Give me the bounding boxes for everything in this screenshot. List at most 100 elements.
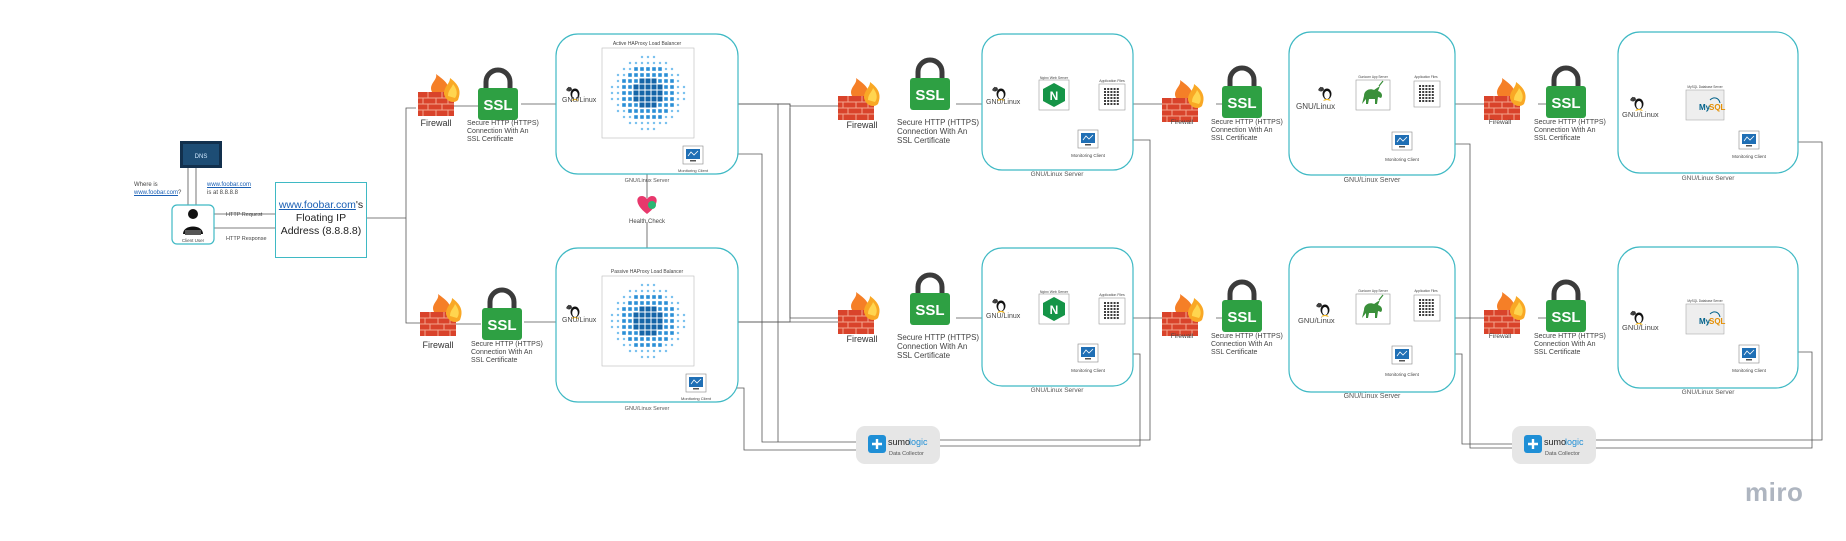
sumo-collector-right: sumo logic Data Collector	[1510, 424, 1598, 466]
ssl-caption: Secure HTTP (HTTPS) Connection With An S…	[1211, 119, 1283, 142]
dns-screen: DNS	[180, 141, 222, 168]
floating-ip-line3: Address (8.8.8.8)	[280, 225, 362, 237]
monitoring-label: Monitoring Client	[1071, 153, 1106, 158]
svg-text:Connection With An: Connection With An	[1211, 127, 1273, 134]
svg-text:Data Collector: Data Collector	[1545, 451, 1580, 457]
svg-text:Connection With An: Connection With An	[471, 349, 533, 356]
firewall-label: Firewall	[1171, 119, 1194, 126]
monitoring-label: Monitoring Client	[681, 396, 712, 401]
svg-text:Connection With An: Connection With An	[897, 342, 967, 351]
heart-icon	[637, 196, 657, 214]
app-files-icon	[1413, 80, 1441, 108]
monitor-icon	[1077, 129, 1099, 149]
svg-text:Connection With An: Connection With An	[1211, 341, 1273, 348]
svg-text:SSL Certificate: SSL Certificate	[1211, 349, 1258, 356]
server-label: GNU/Linux Server	[1682, 175, 1736, 182]
unicorn-icon	[1355, 79, 1391, 111]
svg-text:Connection With An: Connection With An	[1534, 127, 1596, 134]
svg-text:logic: logic	[909, 437, 928, 447]
svg-text:Secure HTTP (HTTPS): Secure HTTP (HTTPS)	[1534, 333, 1606, 340]
monitor-icon	[682, 145, 704, 165]
app-server-bottom: GNU/Linux Gunicorn App Server Applicatio…	[1288, 246, 1456, 400]
server-label: GNU/Linux Server	[1344, 177, 1401, 184]
ssl-lock-icon	[910, 275, 950, 325]
sumo-collector-left: sumo logic Data Collector	[854, 424, 942, 466]
client-user: Client User	[171, 204, 215, 245]
os-label: GNU/Linux	[562, 317, 597, 324]
ssl-caption: Secure HTTP (HTTPS) Connection With An S…	[897, 333, 979, 360]
dns-question: Where is www.foobar.com?	[134, 182, 182, 196]
floating-ip-line2: Floating IP	[295, 212, 347, 224]
dns-question-link[interactable]: www.foobar.com	[134, 190, 179, 196]
svg-text:sumo: sumo	[1544, 437, 1566, 447]
monitoring-label: Monitoring Client	[1732, 368, 1767, 373]
passive-lb-server: Passive HAProxy Load Balancer GNU/Linux …	[555, 247, 739, 412]
monitoring-label: Monitoring Client	[678, 168, 709, 173]
svg-text:Connection With An: Connection With An	[897, 127, 967, 136]
monitoring-label: Monitoring Client	[1071, 368, 1106, 373]
ssl-lock-icon	[1222, 68, 1262, 118]
svg-text:Secure HTTP (HTTPS): Secure HTTP (HTTPS)	[1534, 119, 1606, 126]
svg-text:Secure HTTP (HTTPS): Secure HTTP (HTTPS)	[897, 333, 979, 342]
web-server-label: Nginx Web Server	[1040, 76, 1069, 80]
firewall-icon	[1483, 77, 1527, 121]
active-lb-title: Active HAProxy Load Balancer	[613, 41, 682, 47]
svg-text:SSL Certificate: SSL Certificate	[467, 136, 514, 143]
app-files-label: Application Files	[1414, 289, 1438, 293]
ssl-lock-icon	[1546, 68, 1586, 118]
app-files-label: Application Files	[1099, 79, 1125, 83]
app-files-label: Application Files	[1099, 293, 1125, 297]
svg-text:Secure HTTP (HTTPS): Secure HTTP (HTTPS)	[471, 341, 543, 348]
dns-answer-link[interactable]: www.foobar.com	[207, 182, 252, 188]
db-server-top: GNU/Linux MySQL Database Server Monitori…	[1617, 31, 1799, 182]
db-label: MySQL Database Server	[1687, 299, 1723, 303]
svg-text:SSL Certificate: SSL Certificate	[1534, 135, 1581, 142]
monitoring-label: Monitoring Client	[1385, 372, 1420, 377]
firewall-label: Firewall	[1171, 333, 1194, 340]
firewall-icon	[837, 291, 881, 335]
firewall-label: Firewall	[1489, 119, 1512, 126]
ssl-caption: Secure HTTP (HTTPS) Connection With An S…	[471, 341, 543, 364]
os-label: GNU/Linux	[1298, 316, 1335, 325]
firewall-icon	[1161, 79, 1205, 123]
firewall-label: Firewall	[846, 120, 877, 130]
web-server-label: Nginx Web Server	[1040, 290, 1069, 294]
svg-text:SSL Certificate: SSL Certificate	[1534, 349, 1581, 356]
server-label: GNU/Linux Server	[1031, 387, 1085, 394]
svg-text:SSL Certificate: SSL Certificate	[471, 357, 518, 364]
floating-ip-domain[interactable]: www.foobar.com	[278, 199, 356, 211]
web-server-bottom: GNU/Linux Nginx Web Server Application F…	[981, 247, 1134, 394]
svg-text:logic: logic	[1565, 437, 1584, 447]
ssl-caption: Secure HTTP (HTTPS) Connection With An S…	[1534, 119, 1606, 142]
svg-text:Data Collector: Data Collector	[889, 451, 924, 457]
ssl-caption: Secure HTTP (HTTPS) Connection With An S…	[1534, 333, 1606, 356]
ssl-caption: Secure HTTP (HTTPS) Connection With An S…	[897, 118, 979, 145]
monitor-icon	[1738, 130, 1760, 150]
app-files-icon	[1098, 297, 1126, 325]
ssl-lock-icon	[1222, 282, 1262, 332]
db-label: MySQL Database Server	[1687, 85, 1723, 89]
svg-text:SSL Certificate: SSL Certificate	[897, 351, 951, 360]
server-label: GNU/Linux Server	[625, 406, 670, 412]
svg-text:sumo: sumo	[888, 437, 910, 447]
svg-text:Secure HTTP (HTTPS): Secure HTTP (HTTPS)	[1211, 119, 1283, 126]
haproxy-icon	[610, 55, 686, 131]
server-label: GNU/Linux Server	[625, 178, 670, 184]
monitor-icon	[1391, 345, 1413, 365]
svg-text:SSL Certificate: SSL Certificate	[1211, 135, 1258, 142]
app-server-label: Gunicorn App Server	[1358, 75, 1389, 79]
svg-text:Connection With An: Connection With An	[1534, 341, 1596, 348]
monitor-icon	[1738, 344, 1760, 364]
mysql-icon	[1685, 89, 1727, 121]
nginx-icon	[1038, 293, 1070, 325]
svg-text:SSL Certificate: SSL Certificate	[897, 136, 951, 145]
monitoring-label: Monitoring Client	[1732, 154, 1767, 159]
ssl-lock-icon	[482, 290, 522, 340]
os-label: GNU/Linux	[1622, 323, 1659, 332]
monitoring-label: Monitoring Client	[1385, 157, 1420, 162]
os-label: GNU/Linux	[562, 97, 597, 104]
app-server-top: GNU/Linux Gunicorn App Server Applicatio…	[1288, 31, 1456, 184]
monitor-icon	[1077, 343, 1099, 363]
dns-screen-text: DNS	[195, 154, 208, 160]
